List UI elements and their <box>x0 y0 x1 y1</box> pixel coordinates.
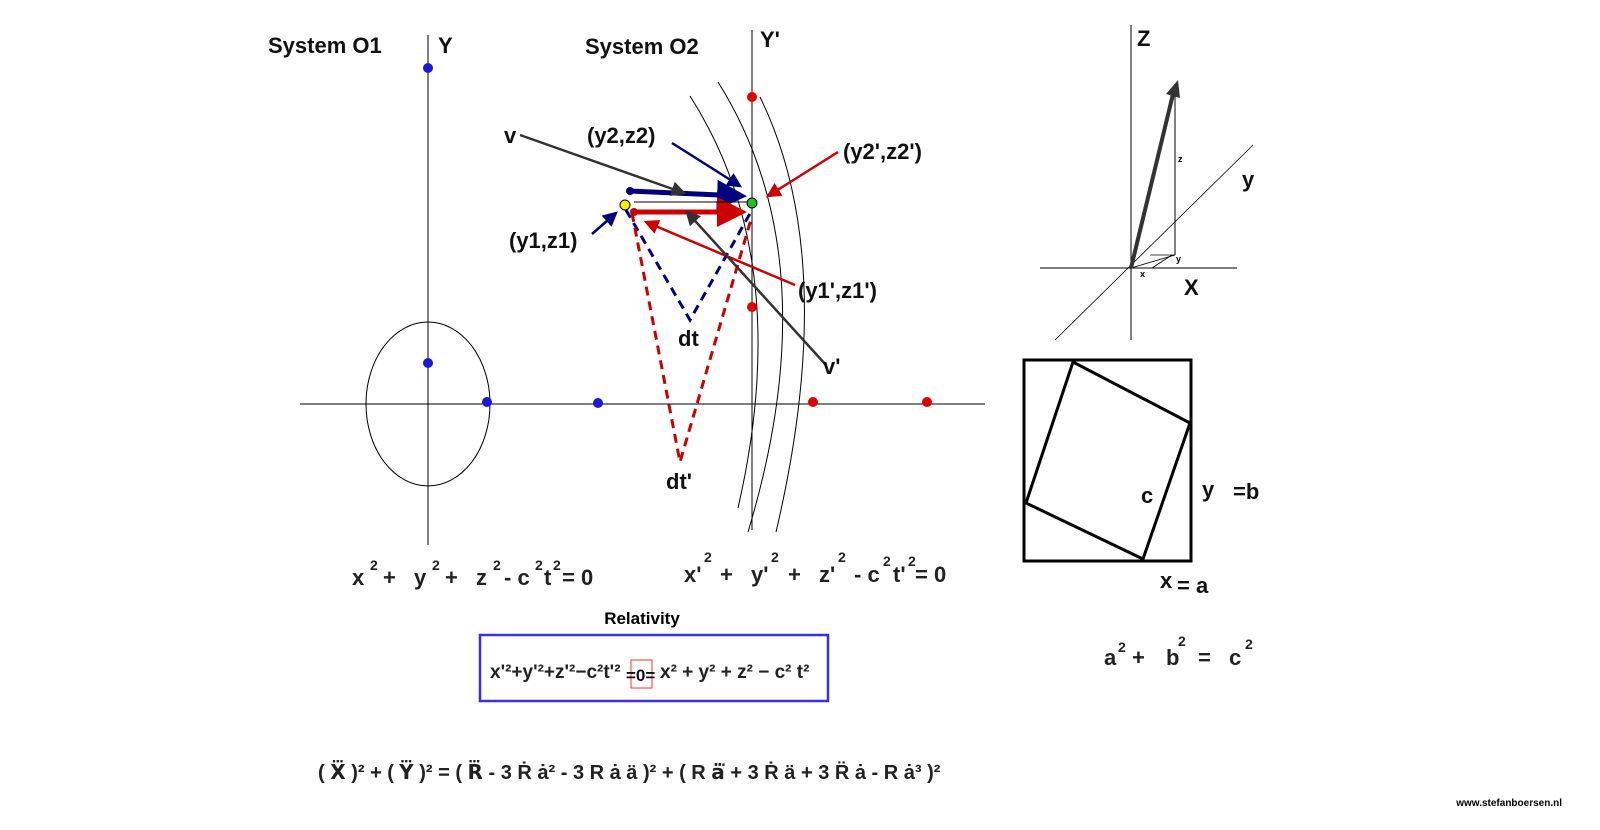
blue-velocity-arrow <box>629 179 747 210</box>
svg-text:2: 2 <box>535 557 543 573</box>
svg-text:=: = <box>1198 645 1211 670</box>
z-axis-label: Z <box>1137 26 1150 51</box>
x-side-label: x <box>1160 568 1173 593</box>
relativity-box <box>478 633 830 703</box>
o1-y-axis-label: Y <box>438 33 453 58</box>
svg-text:2: 2 <box>838 549 846 565</box>
svg-text:2: 2 <box>883 553 891 569</box>
svg-text:+: + <box>445 565 458 590</box>
green-point <box>746 197 758 209</box>
svg-text:y': y' <box>751 562 768 587</box>
watermark: www.stefanboersen.nl <box>1455 798 1562 809</box>
svg-text:= 0: = 0 <box>915 562 946 587</box>
dt-prime-path <box>630 212 754 463</box>
zero-highlight <box>630 659 653 689</box>
v-label: v <box>504 123 517 148</box>
y-component-label: y <box>1176 254 1181 264</box>
svg-text:2: 2 <box>553 557 561 573</box>
relativity-left: x'²+y'²+z'²−c²t'² <box>490 662 621 683</box>
svg-text:2: 2 <box>493 557 501 573</box>
svg-text:2: 2 <box>1245 636 1253 652</box>
x-component-label: x <box>1140 269 1145 279</box>
red-points <box>747 92 932 407</box>
svg-text:2: 2 <box>1178 633 1186 649</box>
y1z1-label: (y1,z1) <box>509 228 577 253</box>
svg-text:2: 2 <box>704 549 712 565</box>
svg-text:a: a <box>1104 645 1117 670</box>
svg-text:- c: - c <box>504 565 530 590</box>
svg-text:x': x' <box>684 562 701 587</box>
light-arcs <box>689 81 805 533</box>
system-o1-title: System O1 <box>268 33 382 58</box>
svg-text:z': z' <box>819 562 835 587</box>
blue-points <box>423 63 603 408</box>
yellow-point <box>619 199 631 211</box>
y2z2-label: (y2,z2) <box>587 123 655 148</box>
acceleration-equation: ( X⃛ )² + ( Y⃛ )² = ( R⃛ - 3 Ṙ ȧ² - 3 R … <box>318 759 941 784</box>
v-prime-label: v' <box>823 354 840 379</box>
svg-text:+: + <box>1132 645 1145 670</box>
svg-text:2: 2 <box>432 557 440 573</box>
dt-label: dt <box>678 326 699 351</box>
y-side-label: y <box>1202 477 1215 502</box>
relativity-right: x² + y² + z² − c² t² <box>660 662 809 683</box>
svg-text:= 0: = 0 <box>562 565 593 590</box>
y-axis-3d-label: y <box>1242 167 1255 192</box>
inner-square <box>1024 359 1192 562</box>
svg-text:t: t <box>544 565 552 590</box>
svg-text:+: + <box>788 562 801 587</box>
relativity-title: Relativity <box>604 609 680 628</box>
svg-text:b: b <box>1166 645 1179 670</box>
svg-text:x: x <box>352 565 365 590</box>
o2-y-axis-label: Y' <box>760 27 780 52</box>
b-label: =b <box>1233 479 1259 504</box>
svg-text:t': t' <box>893 562 906 587</box>
svg-text:+: + <box>383 565 396 590</box>
svg-text:y: y <box>414 565 427 590</box>
dt-prime-label: dt' <box>666 469 692 494</box>
svg-text:2: 2 <box>370 557 378 573</box>
svg-text:- c: - c <box>854 562 880 587</box>
pythagoras-equation: a 2 + b 2 = c 2 <box>1104 633 1253 670</box>
svg-text:c: c <box>1229 645 1241 670</box>
x-axis-3d-label: X <box>1184 275 1199 300</box>
c-label: c <box>1141 483 1153 508</box>
y1z1-prime-label: (y1',z1') <box>798 278 877 303</box>
z-component-label: z <box>1178 154 1183 164</box>
svg-text:2: 2 <box>908 553 916 569</box>
o1-equation: x 2 + y 2 + z 2 - c 2 t 2 = 0 <box>352 557 593 590</box>
o2-equation: x' 2 + y' 2 + z' 2 - c 2 t' 2 = 0 <box>684 549 946 587</box>
system-o2-title: System O2 <box>585 34 699 59</box>
outer-square <box>1022 358 1193 563</box>
svg-text:2: 2 <box>771 549 779 565</box>
a-label: = a <box>1177 573 1209 598</box>
y2z2-prime-label: (y2',z2') <box>843 139 922 164</box>
dt-path <box>624 209 754 324</box>
3d-axes <box>1040 25 1254 341</box>
svg-text:2: 2 <box>1118 639 1126 655</box>
svg-text:+: + <box>720 562 733 587</box>
relativity-middle: =0= <box>626 666 655 685</box>
svg-text:z: z <box>476 565 487 590</box>
